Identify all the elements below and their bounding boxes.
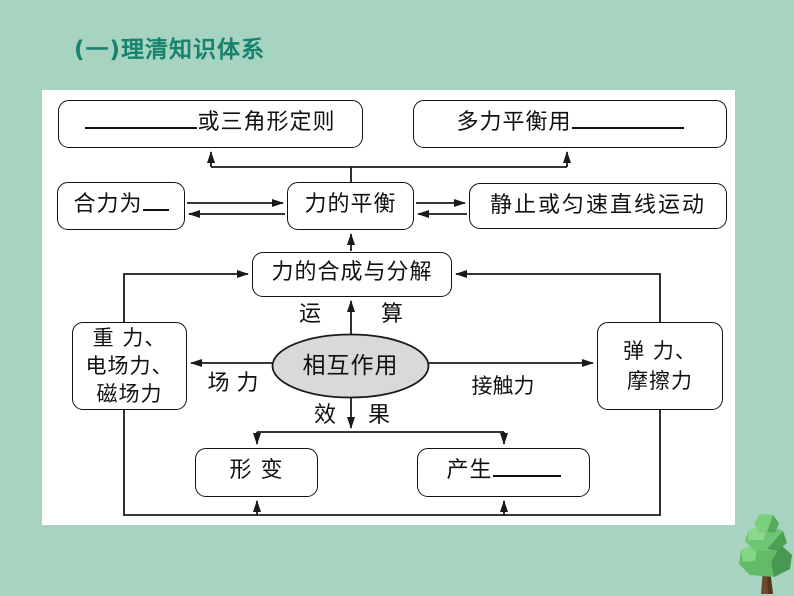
node-field-forces: 重 力、 电场力、 磁场力 [72, 322, 187, 410]
edge-label-operation-right: 算 [380, 302, 403, 327]
node-label: 或三角形定则 [197, 110, 336, 135]
fill-in-blank [571, 105, 684, 129]
page-title: (一)理清知识体系 [74, 37, 266, 63]
node-label: 合力为 [73, 192, 143, 217]
node-label-line: 弹 力、 [623, 339, 697, 363]
connector-contact-to-compose [455, 270, 661, 322]
edge-label-effect-right: 果 [367, 403, 390, 428]
edge-label-operation: 运 算 [299, 303, 403, 327]
node-label: 形 变 [229, 458, 284, 483]
node-net-force: 合力为 [57, 182, 185, 230]
diagram-panel [42, 90, 735, 525]
node-produce: 产生 [417, 448, 590, 497]
node-label: 多力平衡用 [456, 110, 572, 135]
node-label: 力的平衡 [304, 192, 397, 217]
node-label-line: 磁场力 [96, 382, 163, 406]
tree-icon [739, 514, 792, 594]
edge-label-contact-force: 接触力 [471, 374, 535, 398]
node-composition-decomposition: 力的合成与分解 [252, 252, 452, 297]
edge-label-effect: 效 果 [314, 404, 390, 428]
node-rest-or-uniform-motion: 静止或匀速直线运动 [469, 183, 727, 229]
node-contact-forces: 弹 力、 摩擦力 [597, 322, 723, 410]
connector-bottom-loop [123, 409, 661, 516]
node-label: 力的合成与分解 [271, 260, 433, 285]
center-ellipse [271, 333, 430, 399]
node-label: 静止或匀速直线运动 [489, 193, 706, 218]
node-parallelogram-rule: 或三角形定则 [58, 100, 363, 148]
center-node-label: 相互作用 [302, 353, 399, 379]
fill-in-blank [492, 453, 561, 477]
edge-label-operation-left: 运 [299, 302, 322, 327]
connector-netforce-balance [187, 199, 285, 218]
connector-center-to-effects [253, 396, 508, 445]
node-label-line: 重 力、 [92, 326, 167, 350]
node-deformation: 形 变 [195, 448, 318, 497]
edge-label-effect-left: 效 [314, 403, 337, 428]
node-label: 产生 [446, 458, 493, 483]
node-multi-force-balance: 多力平衡用 [413, 100, 727, 148]
node-force-balance: 力的平衡 [287, 182, 414, 230]
node-label-line: 摩擦力 [627, 369, 693, 393]
connector-balance-to-top-row [207, 151, 571, 183]
fill-in-blank [85, 105, 198, 129]
node-label-line: 电场力、 [85, 354, 174, 378]
edge-label-field-force: 场 力 [207, 371, 259, 396]
connector-balance-rest [416, 199, 467, 218]
connector-field-to-compose [123, 270, 249, 322]
fill-in-blank [142, 187, 169, 211]
